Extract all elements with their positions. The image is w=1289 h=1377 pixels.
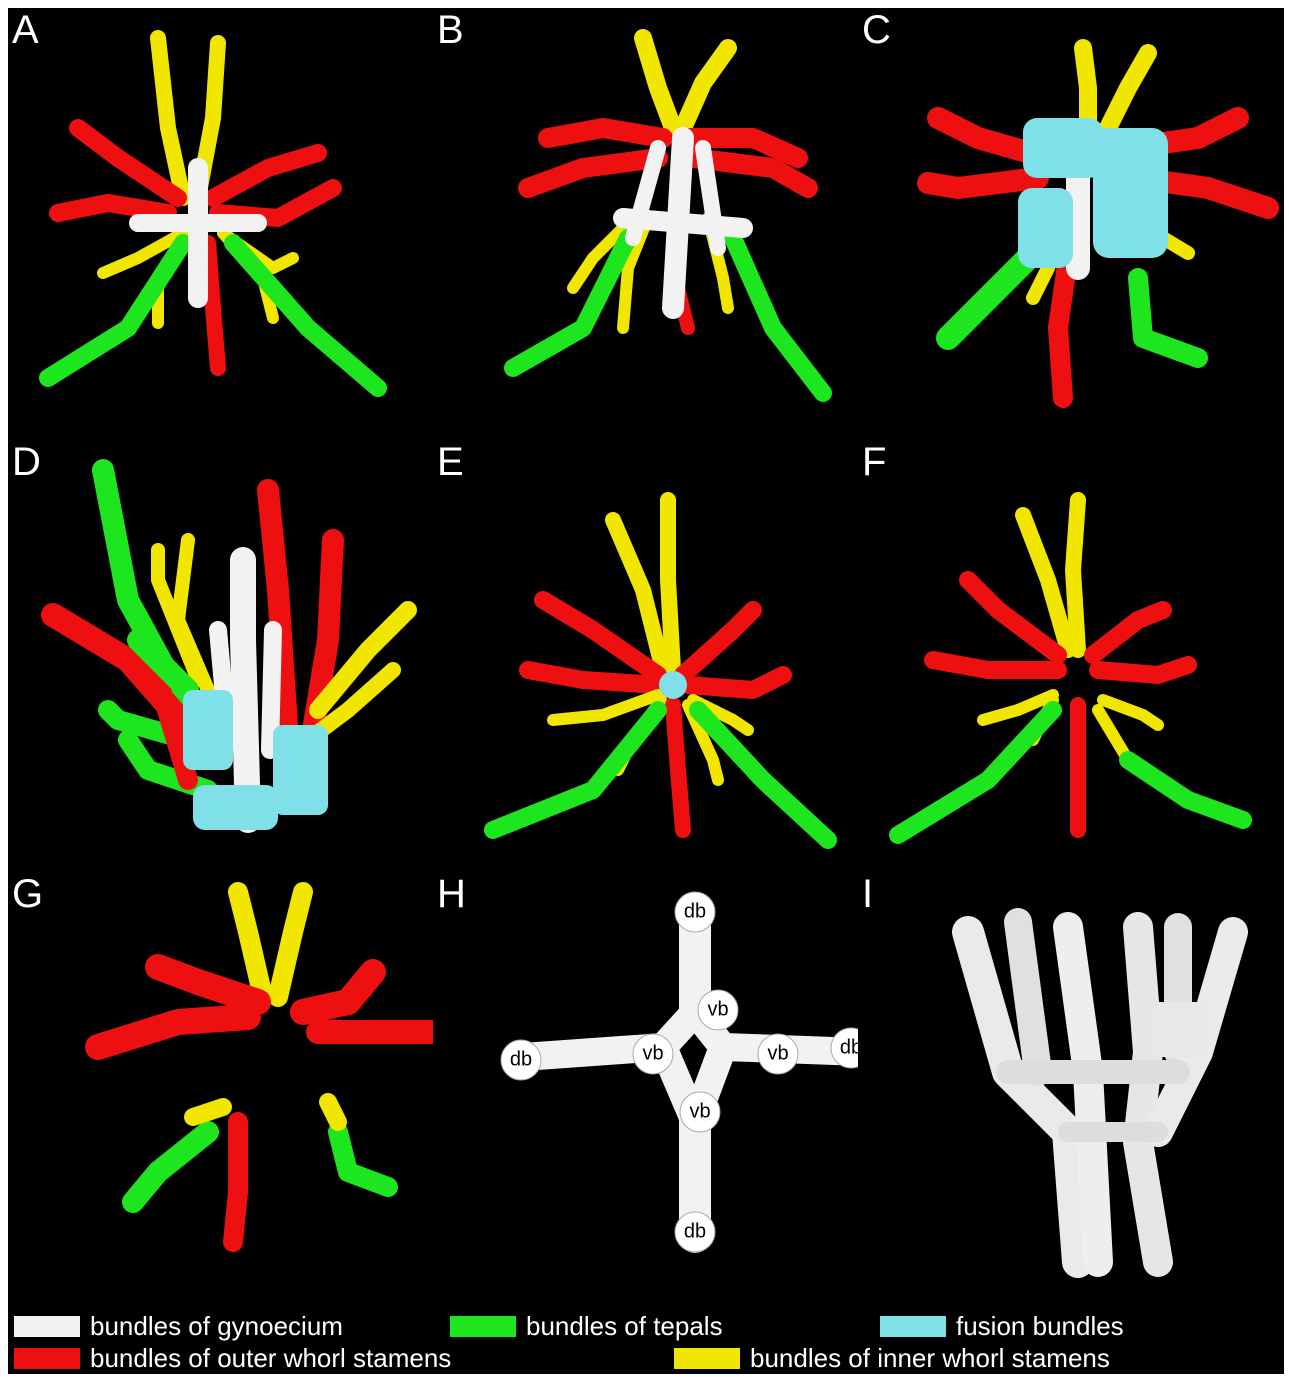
svg-text:db: db: [684, 1220, 706, 1242]
panel-label: G: [12, 874, 43, 914]
panel-label: I: [862, 874, 873, 914]
svg-text:db: db: [840, 1036, 858, 1058]
panel-e-render: [433, 440, 858, 872]
panel-b-render: [433, 8, 858, 440]
panel-i: I: [858, 872, 1283, 1304]
db-bottom-marker: db: [675, 1212, 715, 1252]
legend-swatch: [14, 1348, 80, 1369]
legend-item-fusion: fusion bundles: [880, 1311, 1124, 1341]
figure: A B: [8, 8, 1284, 1374]
panel-label: A: [12, 10, 39, 50]
panel-label: C: [862, 10, 891, 50]
svg-text:vb: vb: [689, 1100, 710, 1122]
vb-top-marker: vb: [698, 990, 738, 1030]
panel-i-render: [858, 872, 1283, 1304]
legend: bundles of gynoecium bundles of tepals f…: [8, 1311, 1284, 1374]
panel-label: F: [862, 442, 886, 482]
svg-text:vb: vb: [767, 1042, 788, 1064]
legend-label: bundles of inner whorl stamens: [750, 1343, 1110, 1374]
svg-text:db: db: [684, 900, 706, 922]
svg-text:vb: vb: [707, 998, 728, 1020]
legend-label: bundles of outer whorl stamens: [90, 1343, 451, 1374]
legend-swatch: [674, 1348, 740, 1369]
svg-text:vb: vb: [642, 1042, 663, 1064]
panel-a-render: [8, 8, 433, 440]
panel-label: H: [437, 874, 466, 914]
legend-item-tepals: bundles of tepals: [450, 1311, 723, 1341]
panel-f-render: [858, 440, 1283, 872]
legend-item-outer-stamens: bundles of outer whorl stamens: [14, 1343, 451, 1373]
legend-swatch: [880, 1316, 946, 1337]
panel-h: db vb db vb vb db: [433, 872, 858, 1304]
legend-label: fusion bundles: [956, 1311, 1124, 1342]
legend-swatch: [450, 1316, 516, 1337]
panel-c-render: [858, 8, 1283, 440]
panel-g: G: [8, 872, 433, 1304]
panel-g-render: [8, 872, 433, 1304]
vb-bottom-marker: vb: [680, 1092, 720, 1132]
panel-f: F: [858, 440, 1283, 872]
panel-h-render: db vb db vb vb db: [433, 872, 858, 1304]
legend-swatch: [14, 1316, 80, 1337]
db-left-marker: db: [501, 1040, 541, 1080]
db-top-marker: db: [675, 892, 715, 932]
vb-right-marker: vb: [758, 1034, 798, 1074]
legend-label: bundles of gynoecium: [90, 1311, 343, 1342]
panel-b: B: [433, 8, 858, 440]
panel-e: E: [433, 440, 858, 872]
legend-item-inner-stamens: bundles of inner whorl stamens: [674, 1343, 1110, 1373]
panel-c: C: [858, 8, 1283, 440]
panel-a: A: [8, 8, 433, 440]
panel-label: D: [12, 442, 41, 482]
svg-text:db: db: [510, 1048, 532, 1070]
panel-label: E: [437, 442, 464, 482]
panel-label: B: [437, 10, 464, 50]
vb-left-marker: vb: [633, 1034, 673, 1074]
legend-label: bundles of tepals: [526, 1311, 723, 1342]
legend-item-gynoecium: bundles of gynoecium: [14, 1311, 343, 1341]
panel-d-render: [8, 440, 433, 872]
panel-d: D: [8, 440, 433, 872]
